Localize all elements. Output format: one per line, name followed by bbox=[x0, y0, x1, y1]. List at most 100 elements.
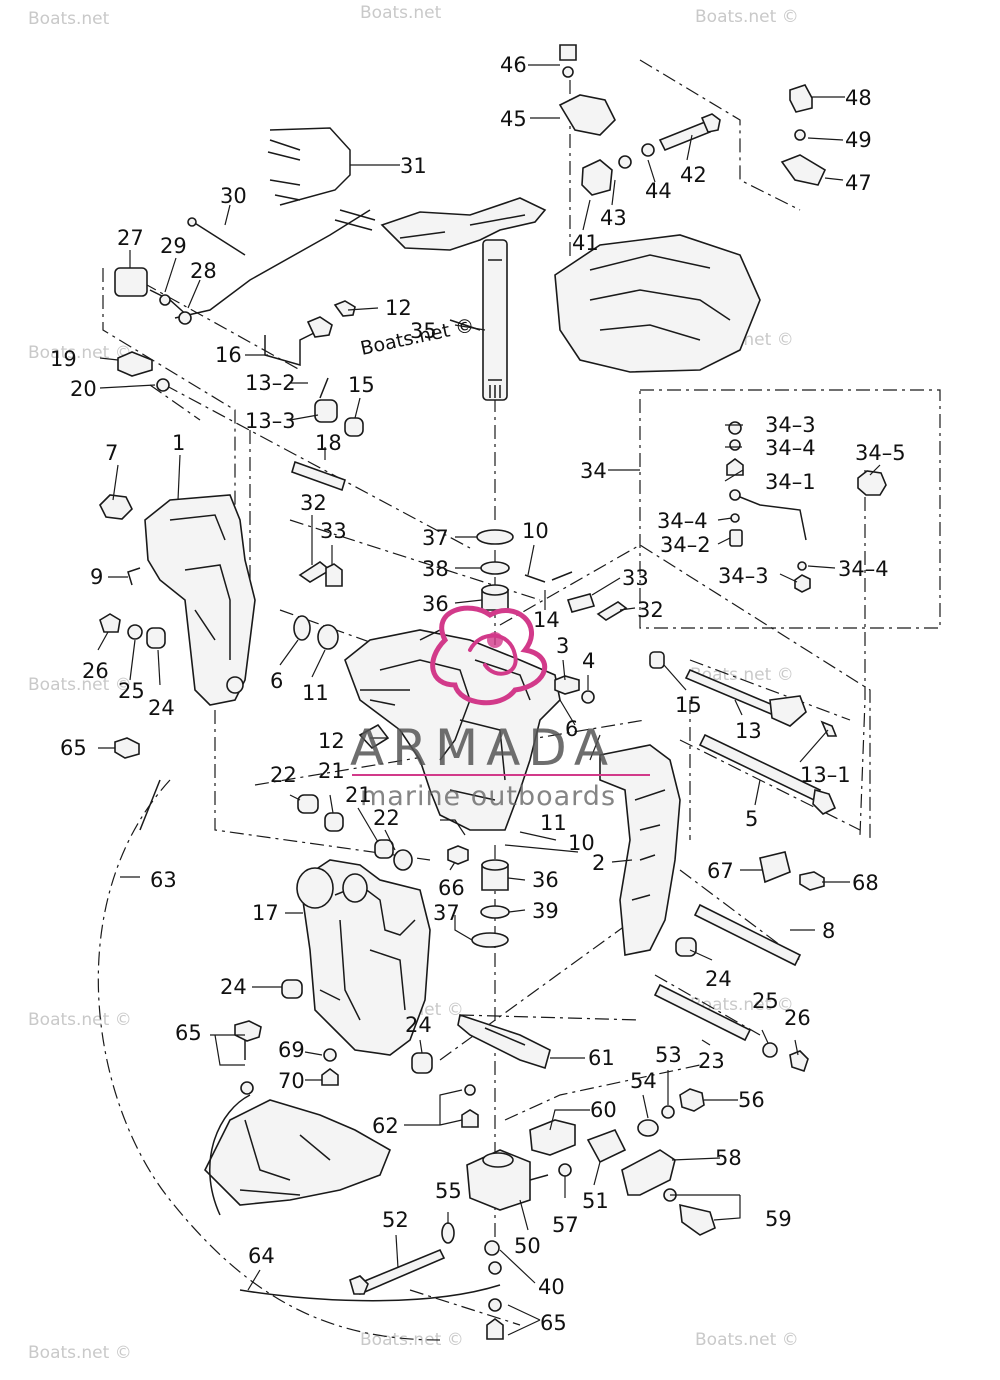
callout-label: 16 bbox=[215, 343, 242, 367]
callout-label: 14 bbox=[533, 608, 560, 632]
callout-label: 41 bbox=[572, 231, 599, 255]
callout-label: 26 bbox=[82, 659, 109, 683]
callout-label: 10 bbox=[568, 831, 595, 855]
watermark-text: Boats.net © bbox=[28, 675, 132, 695]
callout-label: 62 bbox=[372, 1114, 399, 1138]
callout-label: 11 bbox=[302, 681, 329, 705]
callout-label: 28 bbox=[190, 259, 217, 283]
callout-label: 44 bbox=[645, 179, 672, 203]
callout-label: 33 bbox=[320, 519, 347, 543]
callout-label: 34–3 bbox=[718, 564, 769, 588]
callout-label: 24 bbox=[705, 967, 732, 991]
callout-label: 53 bbox=[655, 1043, 682, 1067]
callout-label: 67 bbox=[707, 859, 734, 883]
watermark-text: Boats.net © bbox=[360, 1330, 464, 1350]
callout-label: 34–3 bbox=[765, 413, 816, 437]
callout-label: 25 bbox=[118, 679, 145, 703]
callout-label: 38 bbox=[422, 557, 449, 581]
callout-label: 60 bbox=[590, 1098, 617, 1122]
callout-label: 30 bbox=[220, 184, 247, 208]
callout-label: 63 bbox=[150, 868, 177, 892]
callout-labels: 46 45 48 49 47 42 44 43 41 31 30 27 29 2… bbox=[50, 53, 906, 1335]
callout-label: 39 bbox=[532, 899, 559, 923]
callout-label: 43 bbox=[600, 206, 627, 230]
callout-label: 10 bbox=[522, 519, 549, 543]
callout-label: 22 bbox=[373, 806, 400, 830]
callout-label: 21 bbox=[318, 759, 345, 783]
callout-label: 34–4 bbox=[657, 509, 708, 533]
brand-logo-icon bbox=[430, 605, 548, 706]
callout-label: 59 bbox=[765, 1207, 792, 1231]
callout-label: 42 bbox=[680, 163, 707, 187]
callout-label: 33 bbox=[622, 566, 649, 590]
callout-label: 69 bbox=[278, 1038, 305, 1062]
callout-label: 12 bbox=[385, 296, 412, 320]
callout-label: 35 bbox=[410, 319, 437, 343]
callout-label: 52 bbox=[382, 1208, 409, 1232]
callout-label: 65 bbox=[60, 736, 87, 760]
callout-label: 56 bbox=[738, 1088, 765, 1112]
callout-label: 13 bbox=[735, 719, 762, 743]
callout-label: 1 bbox=[172, 431, 185, 455]
callout-label: 21 bbox=[345, 783, 372, 807]
callout-label: 61 bbox=[588, 1046, 615, 1070]
watermark-text: Boats.net © bbox=[695, 7, 799, 27]
callout-label: 4 bbox=[582, 649, 595, 673]
watermark-text: Boats.net © bbox=[695, 1330, 799, 1350]
callout-label: 34–1 bbox=[765, 470, 816, 494]
callout-label: 37 bbox=[433, 901, 460, 925]
watermark-text: Boats.net bbox=[28, 9, 110, 29]
callout-label: 8 bbox=[822, 919, 835, 943]
watermark-text: Boats.net © bbox=[690, 995, 794, 1015]
callout-label: 70 bbox=[278, 1069, 305, 1093]
callout-label: 15 bbox=[348, 373, 375, 397]
callout-label: 55 bbox=[435, 1179, 462, 1203]
callout-label: 50 bbox=[514, 1234, 541, 1258]
callout-label: 5 bbox=[745, 807, 758, 831]
callout-label: 2 bbox=[592, 851, 605, 875]
callout-label: 29 bbox=[160, 234, 187, 258]
callout-label: 65 bbox=[540, 1311, 567, 1335]
callout-label: 36 bbox=[422, 592, 449, 616]
callout-label: 51 bbox=[582, 1189, 609, 1213]
callout-label: 11 bbox=[540, 811, 567, 835]
callout-label: 34–2 bbox=[660, 533, 711, 557]
callout-label: 3 bbox=[556, 634, 569, 658]
callout-label: 32 bbox=[637, 598, 664, 622]
callout-label: 22 bbox=[270, 763, 297, 787]
callout-label: 7 bbox=[105, 441, 118, 465]
callout-label: 26 bbox=[784, 1006, 811, 1030]
callout-label: 34–4 bbox=[765, 436, 816, 460]
callout-label: 24 bbox=[148, 696, 175, 720]
callout-label: 58 bbox=[715, 1146, 742, 1170]
callout-label: 13–2 bbox=[245, 371, 296, 395]
callout-label: 54 bbox=[630, 1069, 657, 1093]
callout-label: 47 bbox=[845, 171, 872, 195]
callout-label: 46 bbox=[500, 53, 527, 77]
leader-lines bbox=[97, 64, 881, 1336]
watermark-text: Boats.net © bbox=[28, 343, 132, 363]
callout-label: 24 bbox=[220, 975, 247, 999]
callout-label: 65 bbox=[175, 1021, 202, 1045]
callout-label: 20 bbox=[70, 377, 97, 401]
callout-label: 68 bbox=[852, 871, 879, 895]
callout-label: 31 bbox=[400, 154, 427, 178]
callout-label: 24 bbox=[405, 1013, 432, 1037]
callout-label: 19 bbox=[50, 347, 77, 371]
watermark-text: Boats.net © bbox=[28, 1343, 132, 1363]
callout-label: 6 bbox=[565, 717, 578, 741]
callout-label: 18 bbox=[315, 431, 342, 455]
brand-overlay: ARMADA marine outboards bbox=[350, 605, 650, 812]
callout-label: 13–1 bbox=[800, 763, 851, 787]
callout-label: 27 bbox=[117, 226, 144, 250]
callout-label: 57 bbox=[552, 1213, 579, 1237]
callout-label: 15 bbox=[675, 693, 702, 717]
callout-label: 13–3 bbox=[245, 409, 296, 433]
callout-label: 66 bbox=[438, 876, 465, 900]
callout-label: 9 bbox=[90, 565, 103, 589]
callout-label: 36 bbox=[532, 868, 559, 892]
callout-label: 45 bbox=[500, 107, 527, 131]
callout-label: 49 bbox=[845, 128, 872, 152]
callout-label: 40 bbox=[538, 1275, 565, 1299]
